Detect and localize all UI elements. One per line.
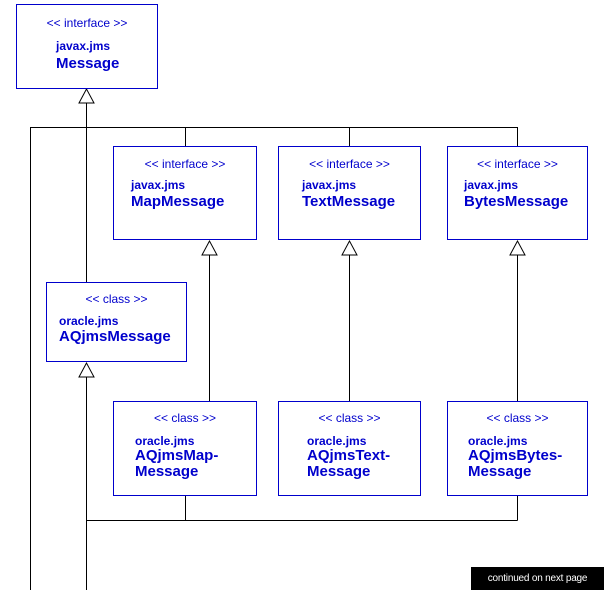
message-package: javax.jms	[56, 39, 111, 53]
arrowhead-mapmessage	[201, 239, 218, 256]
message-name: Message	[56, 55, 120, 72]
continued-on-next-page-label: continued on next page	[471, 567, 604, 590]
aqjmsbytesmessage-name-line1: AQjmsBytes-	[468, 447, 563, 464]
aqjmsbytesmessage-package: oracle.jms	[468, 434, 528, 448]
message-interface-box: << interface >> javax.jms Message	[16, 4, 158, 89]
bytesmessage-stereotype: << interface >>	[477, 157, 558, 171]
textmessage-package: javax.jms	[302, 178, 357, 192]
aqjmsbytesmessage-class-box: << class >> oracle.jms AQjmsBytes- Messa…	[447, 401, 588, 496]
aqjmsmessage-package: oracle.jms	[59, 314, 119, 328]
mapmessage-stereotype: << interface >>	[144, 157, 226, 171]
message-stereotype: << interface >>	[46, 16, 128, 30]
aqjmstextmessage-name-line2: Message	[307, 463, 371, 480]
aqjmstextmessage-class-box: << class >> oracle.jms AQjmsText- Messag…	[278, 401, 421, 496]
aqjmstextmessage-package: oracle.jms	[307, 434, 367, 448]
aqjmsmapmessage-name-line1: AQjmsMap-	[135, 447, 219, 464]
aqjmsbytesmessage-name-line2: Message	[468, 463, 532, 480]
bytesmessage-package: javax.jms	[464, 178, 519, 192]
aqjmsmapmessage-stereotype: << class >>	[153, 411, 217, 425]
arrowhead-bytesmessage	[509, 239, 526, 256]
bytesmessage-interface-box: << interface >> javax.jms BytesMessage	[447, 146, 588, 240]
textmessage-name: TextMessage	[302, 193, 396, 210]
mapmessage-interface-box: << interface >> javax.jms MapMessage	[113, 146, 257, 240]
bytesmessage-name: BytesMessage	[464, 193, 569, 210]
mapmessage-name: MapMessage	[131, 193, 225, 210]
mapmessage-package: javax.jms	[131, 178, 186, 192]
aqjmstextmessage-stereotype: << class >>	[318, 411, 381, 425]
aqjmsmessage-class-box: << class >> oracle.jms AQjmsMessage	[46, 282, 187, 362]
aqjmsmapmessage-name-line2: Message	[135, 463, 199, 480]
aqjmsmapmessage-package: oracle.jms	[135, 434, 195, 448]
textmessage-interface-box: << interface >> javax.jms TextMessage	[278, 146, 421, 240]
arrowhead-message	[78, 87, 95, 104]
aqjmsbytesmessage-stereotype: << class >>	[486, 411, 549, 425]
aqjmsmessage-stereotype: << class >>	[85, 292, 148, 306]
aqjmstextmessage-name-line1: AQjmsText-	[307, 447, 391, 464]
arrowhead-aqjmsmessage	[78, 361, 95, 378]
aqjmsmapmessage-class-box: << class >> oracle.jms AQjmsMap- Message	[113, 401, 257, 496]
textmessage-stereotype: << interface >>	[309, 157, 390, 171]
arrowhead-textmessage	[341, 239, 358, 256]
aqjmsmessage-name: AQjmsMessage	[59, 328, 171, 345]
